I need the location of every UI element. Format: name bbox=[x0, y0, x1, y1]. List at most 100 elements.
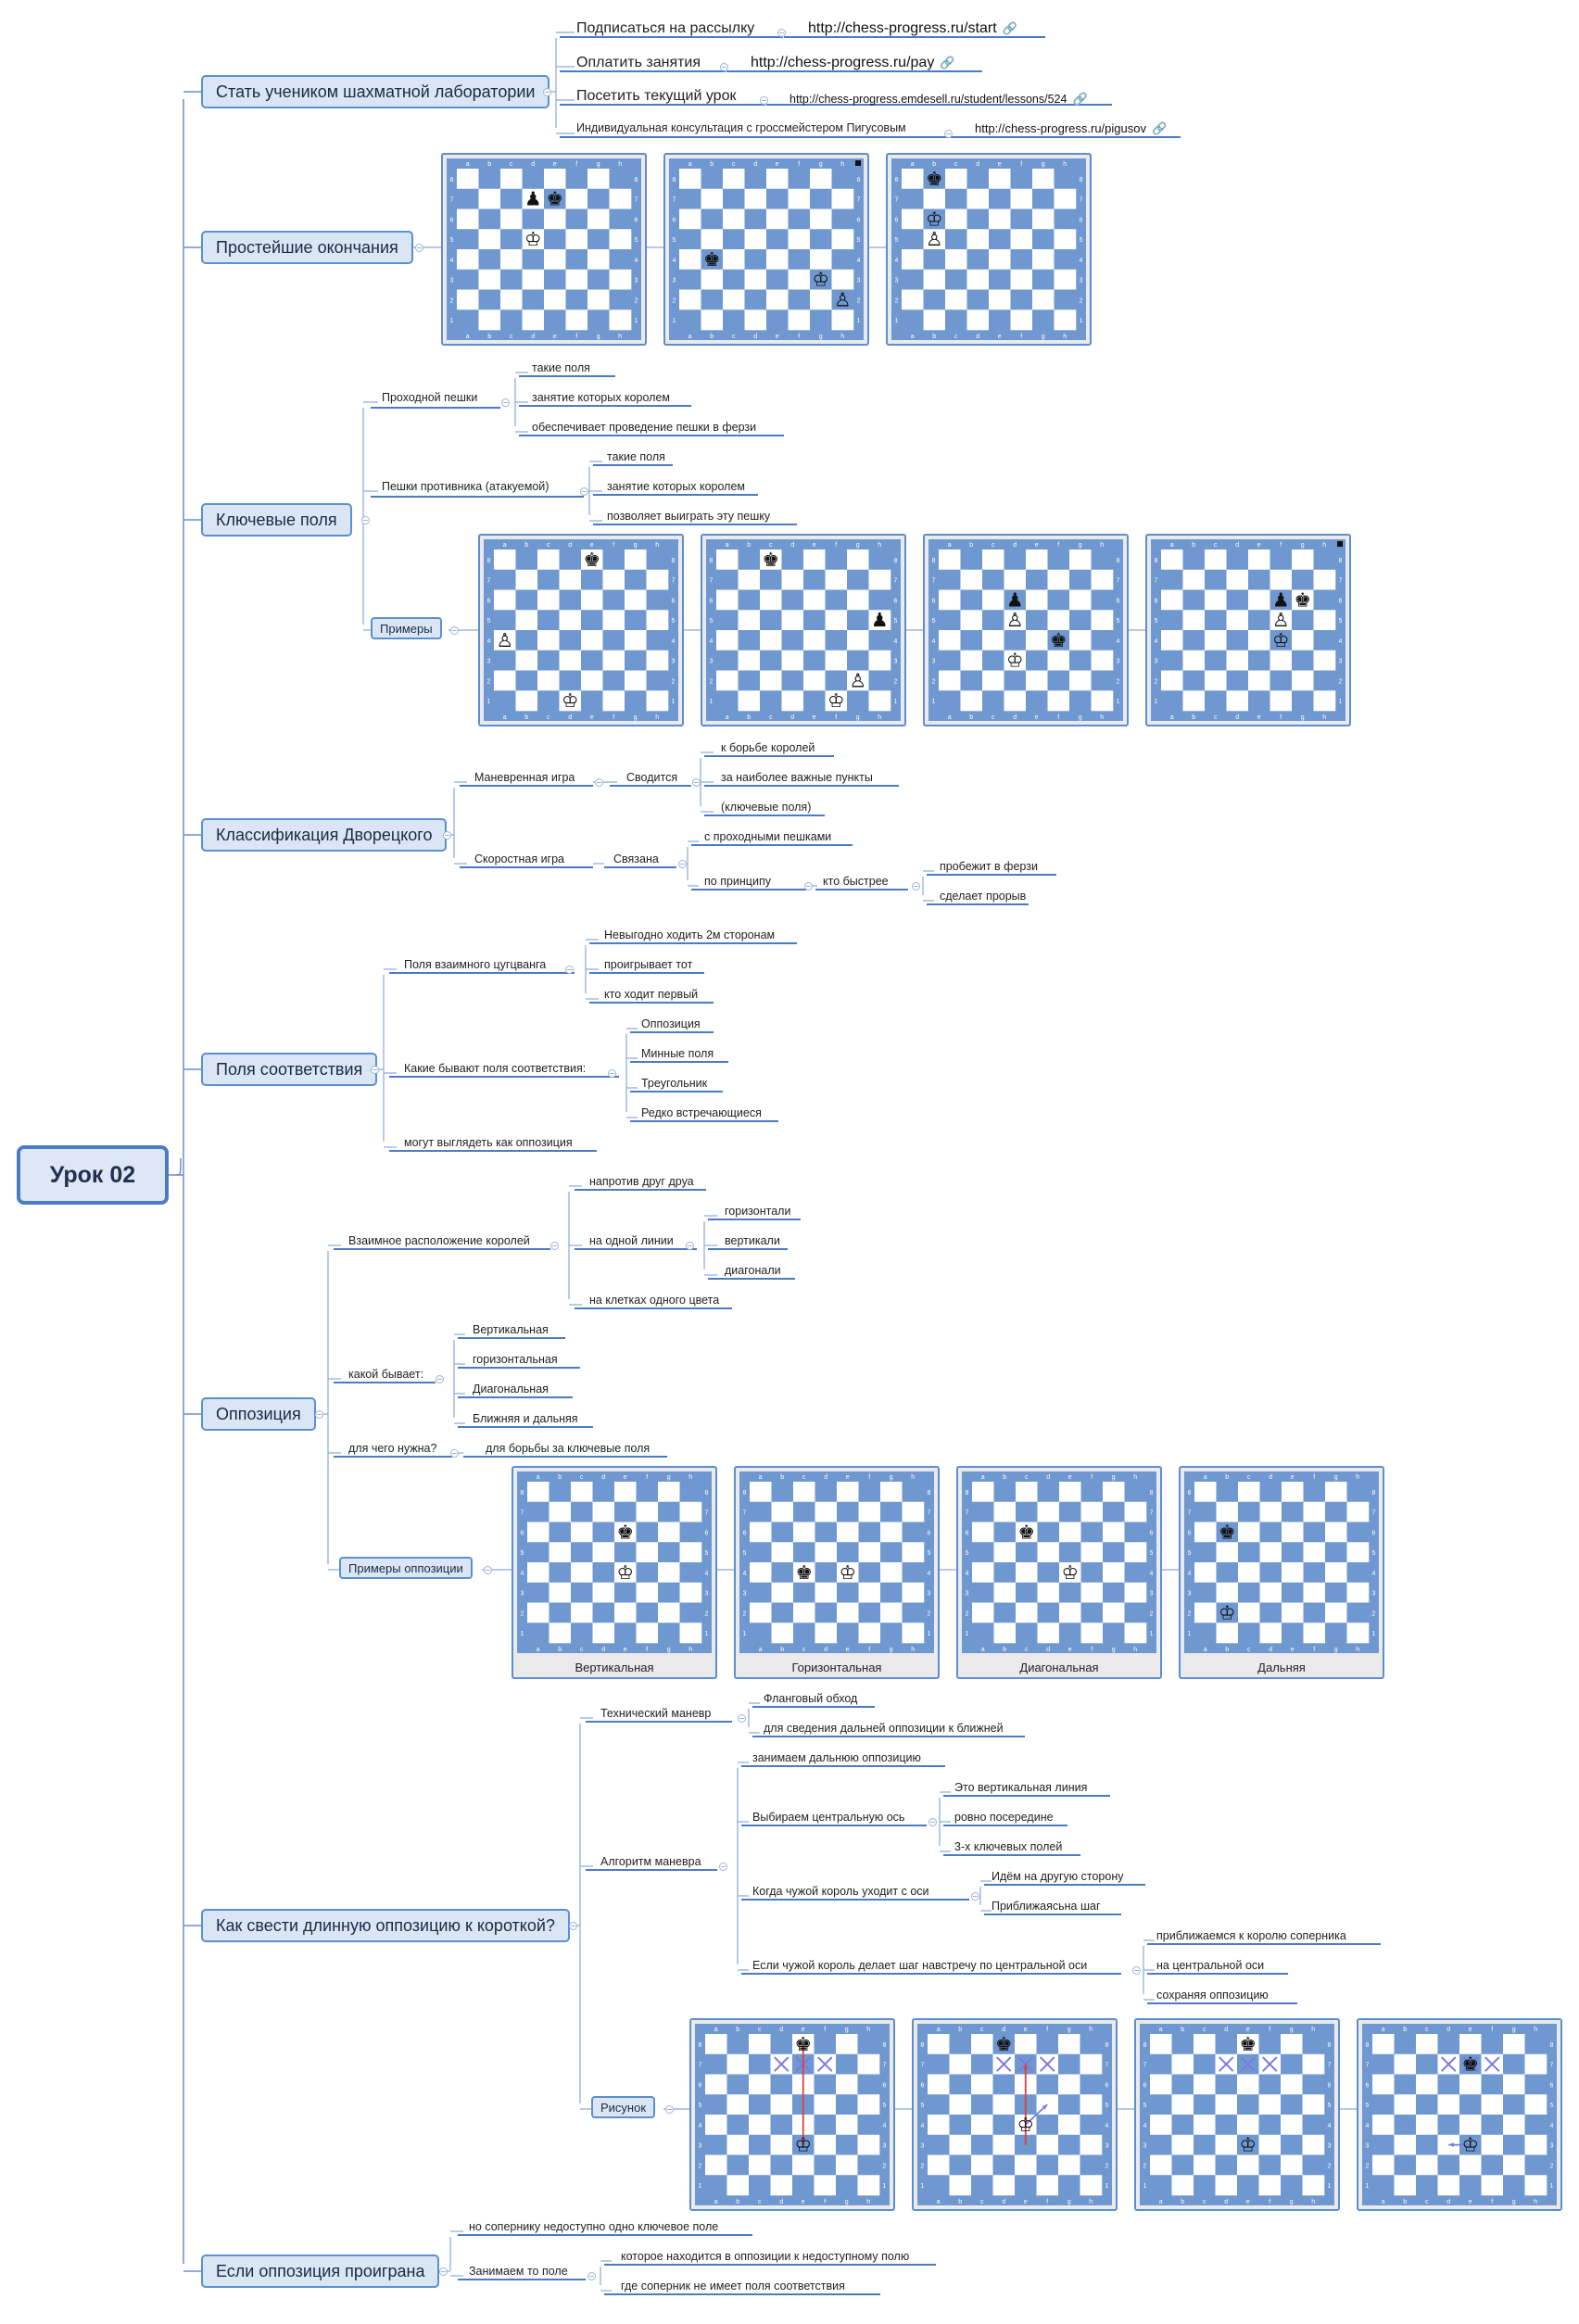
maneuver-item[interactable]: за наиболее важные пункты bbox=[721, 771, 873, 784]
who-item[interactable]: пробежит в ферзи bbox=[940, 860, 1038, 873]
collapse-toggle-icon[interactable] bbox=[678, 860, 687, 868]
collapse-toggle-icon[interactable] bbox=[760, 96, 768, 105]
collapse-toggle-icon[interactable] bbox=[315, 1410, 323, 1419]
like-opposition[interactable]: могут выглядеть как оппозиция bbox=[404, 1136, 573, 1149]
collapse-toggle-icon[interactable] bbox=[450, 1449, 459, 1458]
kind-label[interactable]: какой бывает: bbox=[348, 1368, 424, 1381]
collapse-toggle-icon[interactable] bbox=[928, 1818, 937, 1826]
leaves-item[interactable]: Идём на другую сторону bbox=[992, 1870, 1124, 1883]
enemy-item[interactable]: позволяет выиграть эту пешку bbox=[607, 510, 771, 523]
take-item[interactable]: которое находится в оппозиции к недоступ… bbox=[621, 2250, 910, 2263]
line-item[interactable]: вертикали bbox=[725, 1234, 780, 1247]
collapse-toggle-icon[interactable] bbox=[543, 88, 551, 96]
axis-item[interactable]: ровно посередине bbox=[954, 1811, 1054, 1824]
collapse-toggle-icon[interactable] bbox=[738, 1714, 746, 1723]
linked-item[interactable]: с проходными пешками bbox=[704, 830, 832, 843]
kinds-fields[interactable]: Какие бывают поля соответствия: bbox=[404, 1062, 587, 1075]
kind-item[interactable]: Диагональная bbox=[473, 1383, 549, 1396]
topic-correspondence-fields[interactable]: Поля соответствия bbox=[201, 1053, 378, 1086]
algo-item[interactable]: Выбираем центральную ось bbox=[752, 1811, 905, 1824]
linked-item[interactable]: по принципу bbox=[704, 875, 771, 888]
collapse-toggle-icon[interactable] bbox=[595, 778, 603, 787]
lost-item[interactable]: но сопернику недоступно одно ключевое по… bbox=[469, 2220, 719, 2233]
collapse-toggle-icon[interactable] bbox=[415, 244, 423, 252]
passed-item[interactable]: занятие которых королем bbox=[532, 391, 670, 404]
kinds-item[interactable]: Оппозиция bbox=[641, 1017, 701, 1030]
kind-item[interactable]: Ближняя и дальняя bbox=[473, 1412, 578, 1425]
collapse-toggle-icon[interactable] bbox=[569, 1922, 577, 1930]
tech-maneuver[interactable]: Технический маневр bbox=[600, 1707, 712, 1720]
step-item[interactable]: на центральной оси bbox=[1156, 1959, 1265, 1972]
topic-dvoretsky-classification[interactable]: Классификация Дворецкого bbox=[201, 818, 448, 852]
enemy-pawn[interactable]: Пешки противника (атакуемой) bbox=[382, 480, 549, 493]
maneuver-item[interactable]: (ключевые поля) bbox=[721, 801, 812, 814]
kinds-item[interactable]: Треугольник bbox=[641, 1077, 708, 1090]
mutual-zugzwang[interactable]: Поля взаимного цугцванга bbox=[404, 958, 547, 971]
collapse-toggle-icon[interactable] bbox=[719, 1863, 727, 1871]
collapse-toggle-icon[interactable] bbox=[580, 487, 588, 496]
who-item[interactable]: сделает прорыв bbox=[940, 890, 1027, 903]
take-item[interactable]: где соперник не имеет поля соответствия bbox=[621, 2280, 845, 2292]
algo-item[interactable]: занимаем дальнюю оппозицию bbox=[752, 1751, 921, 1764]
topic-long-to-short-opposition[interactable]: Как свести длинную оппозицию к короткой? bbox=[201, 1909, 570, 1942]
collapse-toggle-icon[interactable] bbox=[912, 882, 920, 890]
topic-become-student[interactable]: Стать учеником шахматной лаборатории bbox=[201, 75, 550, 108]
collapse-toggle-icon[interactable] bbox=[720, 63, 728, 71]
collapse-toggle-icon[interactable] bbox=[371, 1066, 379, 1074]
topic-opposition[interactable]: Оппозиция bbox=[201, 1397, 316, 1431]
collapse-toggle-icon[interactable] bbox=[944, 130, 953, 138]
speed-play[interactable]: Скоростная игра bbox=[474, 853, 565, 865]
maneuver-item[interactable]: к борьбе королей bbox=[721, 741, 815, 754]
algo-item[interactable]: Когда чужой король уходит с оси bbox=[752, 1885, 929, 1898]
mutual-item[interactable]: проигрывает тот bbox=[604, 958, 693, 971]
subscribe-link[interactable]: http://chess-progress.ru/start🔗 bbox=[808, 20, 1017, 36]
mutual-item[interactable]: Невыгодно ходить 2м сторонам bbox=[604, 928, 776, 941]
mutual-item[interactable]: кто ходит первый bbox=[604, 988, 699, 1001]
line-item[interactable]: горизонтали bbox=[725, 1205, 791, 1218]
collapse-toggle-icon[interactable] bbox=[665, 2105, 674, 2114]
step-item[interactable]: сохраняя оппозицию bbox=[1156, 1989, 1269, 2002]
collapse-toggle-icon[interactable] bbox=[501, 398, 510, 407]
collapse-toggle-icon[interactable] bbox=[686, 1242, 694, 1250]
take-field[interactable]: Занимаем то поле bbox=[469, 2265, 568, 2278]
tech-item[interactable]: Фланговый обход bbox=[764, 1692, 858, 1705]
central-topic[interactable]: Урок 02 bbox=[17, 1145, 169, 1205]
topic-simple-endings[interactable]: Простейшие окончания bbox=[201, 231, 413, 264]
passed-pawn[interactable]: Проходной пешки bbox=[382, 391, 478, 404]
passed-item[interactable]: такие поля bbox=[532, 361, 590, 374]
algo-item[interactable]: Если чужой король делает шаг навстречу п… bbox=[752, 1959, 1088, 1972]
collapse-toggle-icon[interactable] bbox=[971, 1892, 979, 1901]
placement-item[interactable]: напротив друг друа bbox=[589, 1175, 694, 1188]
opposition-examples-box[interactable]: Примеры оппозиции bbox=[339, 1557, 473, 1579]
collapse-toggle-icon[interactable] bbox=[450, 626, 459, 635]
reduced[interactable]: Сводится bbox=[626, 771, 678, 784]
collapse-toggle-icon[interactable] bbox=[692, 778, 701, 787]
collapse-toggle-icon[interactable] bbox=[587, 2272, 596, 2280]
collapse-toggle-icon[interactable] bbox=[608, 1069, 616, 1078]
topic-key-fields[interactable]: Ключевые поля bbox=[201, 503, 352, 537]
enemy-item[interactable]: такие поля bbox=[607, 450, 665, 463]
linked[interactable]: Связана bbox=[613, 853, 659, 865]
algo-maneuver[interactable]: Алгоритм маневра bbox=[600, 1855, 701, 1868]
collapse-toggle-icon[interactable] bbox=[565, 966, 574, 974]
leaves-item[interactable]: Приближаясьна шаг bbox=[992, 1900, 1101, 1913]
collapse-toggle-icon[interactable] bbox=[439, 2267, 448, 2276]
kind-item[interactable]: Вертикальная bbox=[473, 1323, 549, 1336]
step-item[interactable]: приближаемся к королю соперника bbox=[1156, 1929, 1346, 1942]
axis-item[interactable]: Это вертикальная линия bbox=[954, 1781, 1088, 1794]
passed-item[interactable]: обеспечивает проведение пешки в ферзи bbox=[532, 421, 757, 434]
enemy-item[interactable]: занятие которых королем bbox=[607, 480, 745, 493]
lesson-link[interactable]: http://chess-progress.emdesell.ru/studen… bbox=[790, 92, 1088, 106]
placement-item[interactable]: на одной линии bbox=[589, 1234, 674, 1247]
collapse-toggle-icon[interactable] bbox=[777, 29, 786, 37]
why-label[interactable]: для чего нужна? bbox=[348, 1442, 437, 1455]
collapse-toggle-icon[interactable] bbox=[1132, 1966, 1141, 1975]
kinds-item[interactable]: Минные поля bbox=[641, 1047, 714, 1060]
tech-item[interactable]: для сведения дальней оппозиции к ближней bbox=[764, 1722, 1004, 1735]
why-answer[interactable]: для борьбы за ключевые поля bbox=[486, 1442, 651, 1455]
collapse-toggle-icon[interactable] bbox=[550, 1242, 559, 1250]
axis-item[interactable]: 3-х ключевых полей bbox=[954, 1840, 1063, 1853]
maneuver-play[interactable]: Маневренная игра bbox=[474, 771, 575, 784]
collapse-toggle-icon[interactable] bbox=[436, 1375, 444, 1383]
kind-item[interactable]: горизонтальная bbox=[473, 1353, 558, 1366]
